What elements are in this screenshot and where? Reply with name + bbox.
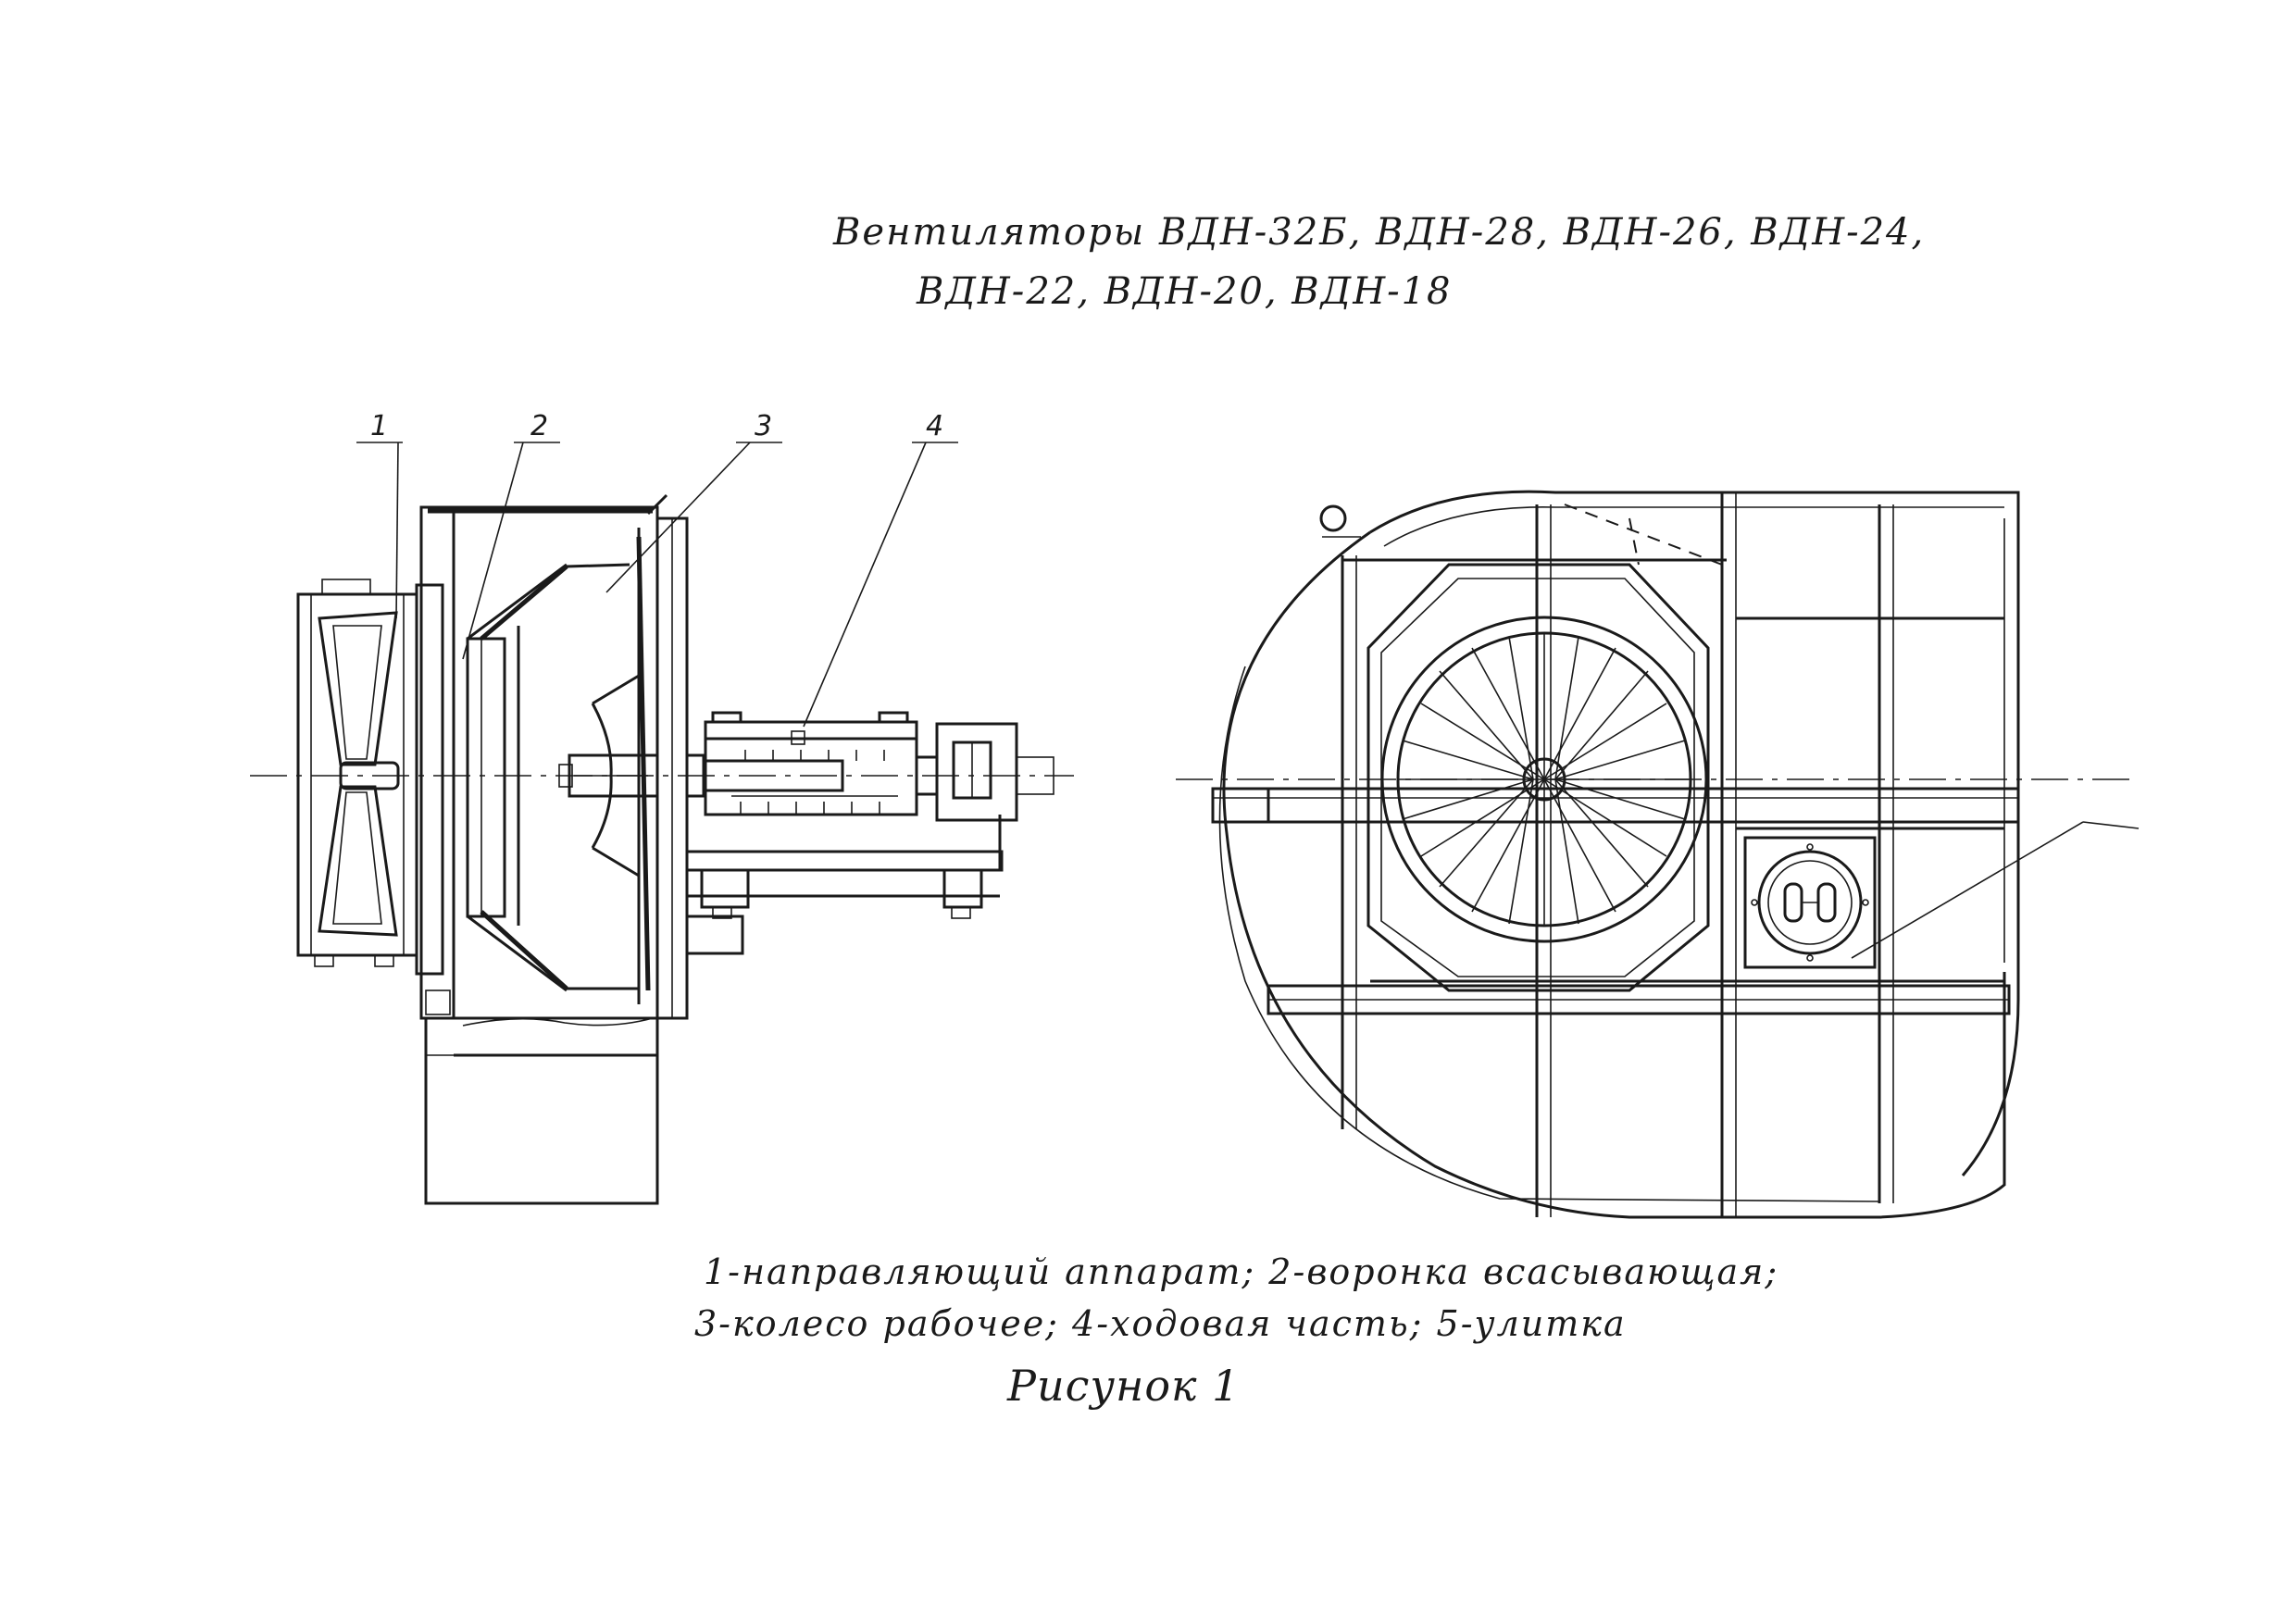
callout-leaders: [356, 442, 2140, 959]
suction-funnel: [415, 505, 659, 1205]
casing-frame: [1211, 492, 2020, 1217]
guide-vane-apparatus: [296, 579, 418, 967]
drawing-title-line-1: Вентиляторы ВДН-32Б, ВДН-28, ВДН-26, ВДН…: [833, 211, 1926, 254]
running-gear: [685, 711, 1054, 955]
front-view: [1176, 490, 2139, 1219]
callout-4: 4: [926, 410, 943, 442]
inspection-hatch: [1743, 836, 1877, 969]
figure-caption: Рисунок 1: [1007, 1361, 1241, 1411]
legend-line-2: 3-колесо рабочее; 4-ходовая часть; 5-ули…: [694, 1303, 1627, 1344]
callout-3: 3: [755, 410, 772, 442]
legend-line-1: 1-направляющий аппарат; 2-воронка всасыв…: [704, 1251, 1779, 1292]
callout-2: 2: [530, 410, 548, 442]
volute-casing: [1218, 490, 2020, 1219]
side-section-view: 1 2 3 4: [250, 410, 2140, 1205]
impeller-wheel: [1380, 616, 1708, 943]
callout-1: 1: [370, 410, 388, 442]
impeller: [517, 493, 689, 1020]
drawing-title-line-2: ВДН-22, ВДН-20, ВДН-18: [917, 270, 1453, 313]
